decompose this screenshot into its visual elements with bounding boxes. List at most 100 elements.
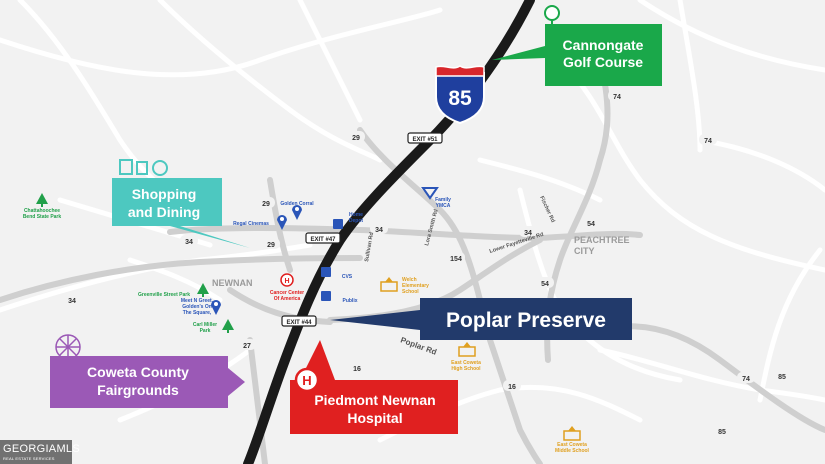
ferris-wheel-icon xyxy=(55,334,81,360)
route-shield: 74 xyxy=(608,90,626,101)
interstate-shield: 85 xyxy=(435,65,485,125)
svg-text:74: 74 xyxy=(613,94,621,101)
street-label: Sullivan Rd xyxy=(364,232,375,263)
publix-poi: Publix xyxy=(321,291,358,304)
exit-marker: EXIT #47 xyxy=(305,232,341,244)
svg-text:H: H xyxy=(302,373,311,388)
callout-poplar-preserve[interactable]: Poplar Preserve xyxy=(330,298,632,340)
svg-text:27: 27 xyxy=(243,343,251,350)
route-shield: 74 xyxy=(699,134,717,145)
georgia-mls-watermark: GEORGIAMLS REAL ESTATE SERVICES xyxy=(0,440,80,464)
route-shield: 74 xyxy=(737,372,755,383)
svg-text:74: 74 xyxy=(704,138,712,145)
route-shield: 34 xyxy=(180,235,198,246)
golf-icon xyxy=(544,5,560,21)
svg-text:154: 154 xyxy=(450,256,462,263)
route-shield: 34 xyxy=(63,294,81,305)
svg-text:34: 34 xyxy=(375,227,383,234)
cvs-poi: CVS xyxy=(321,267,353,280)
svg-text:Regal Cinemas: Regal Cinemas xyxy=(233,221,269,227)
watermark-name: GEORGIAMLS xyxy=(3,443,80,455)
svg-text:29: 29 xyxy=(262,201,270,208)
shopping-icons xyxy=(119,159,168,176)
hospital-icon xyxy=(294,367,320,393)
route-shield: 29 xyxy=(262,238,280,249)
route-shield: 29 xyxy=(347,131,365,142)
route-shields: 29 29 34 34 34 34 27 16 16 154 54 54 74 74 74 85 85 29 xyxy=(63,90,791,436)
svg-text:Golden Corral: Golden Corral xyxy=(280,201,314,207)
route-shield: 16 xyxy=(503,380,521,391)
svg-text:16: 16 xyxy=(353,366,361,373)
route-shield: 54 xyxy=(536,277,554,288)
route-shield: 16 xyxy=(348,362,366,373)
city-label-newnan: NEWNAN xyxy=(212,278,253,288)
svg-text:EXIT #47: EXIT #47 xyxy=(310,237,336,243)
svg-text:16: 16 xyxy=(508,384,516,391)
route-shield: 29 xyxy=(257,197,275,208)
greenville-park-poi: Greenville Street Park xyxy=(138,283,209,298)
local-roads xyxy=(0,0,825,443)
svg-text:H: H xyxy=(284,278,289,285)
exit-marker: EXIT #51 xyxy=(407,132,443,144)
route-shield: 85 xyxy=(773,370,791,381)
street-label: Fischer Rd xyxy=(538,195,555,223)
interstate-number: 85 xyxy=(448,87,472,110)
svg-text:Poplar Preserve: Poplar Preserve xyxy=(446,309,606,332)
svg-text:EXIT #44: EXIT #44 xyxy=(286,320,312,326)
watermark-sub: REAL ESTATE SERVICES xyxy=(3,456,55,461)
route-shield: 54 xyxy=(582,217,600,228)
golden-corral-poi: Golden Corral xyxy=(280,201,314,220)
regal-cinemas-poi: Regal Cinemas xyxy=(233,215,287,230)
svg-text:74: 74 xyxy=(742,376,750,383)
svg-text:34: 34 xyxy=(68,298,76,305)
svg-text:34: 34 xyxy=(524,230,532,237)
svg-text:54: 54 xyxy=(541,281,549,288)
svg-text:54: 54 xyxy=(587,221,595,228)
svg-text:85: 85 xyxy=(718,429,726,436)
route-shield: 27 xyxy=(238,339,256,350)
exit-marker: EXIT #44 xyxy=(281,315,317,327)
svg-text:CVS: CVS xyxy=(342,274,353,280)
street-label: Lora Smith Rd xyxy=(424,209,440,247)
svg-text:85: 85 xyxy=(778,374,786,381)
route-shield: 34 xyxy=(519,226,537,237)
svg-text:29: 29 xyxy=(352,135,360,142)
svg-text:34: 34 xyxy=(185,239,193,246)
route-shield: 34 xyxy=(370,223,388,234)
route-shield: 85 xyxy=(713,425,731,436)
svg-text:29: 29 xyxy=(267,242,275,249)
svg-text:Greenville Street Park: Greenville Street Park xyxy=(138,292,190,298)
svg-text:Publix: Publix xyxy=(342,298,357,304)
